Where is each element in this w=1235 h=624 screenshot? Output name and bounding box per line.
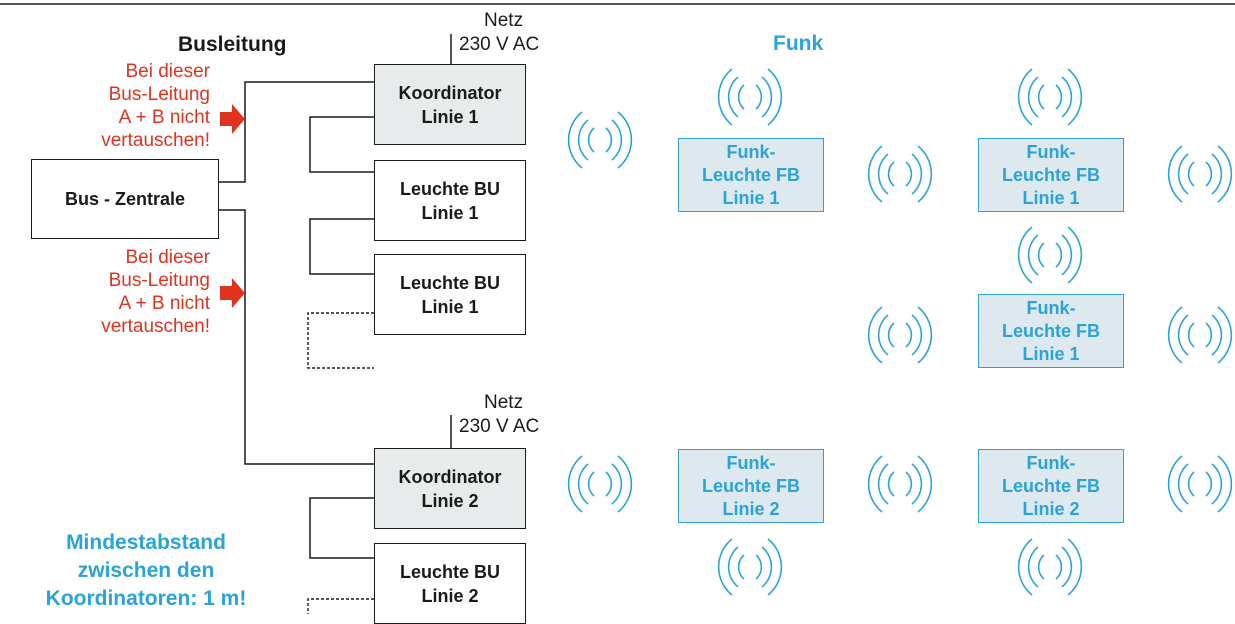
- funk-label: Funk-: [726, 452, 776, 473]
- bus-warning-1: Bei dieser Bus-Leitung A + B nicht verta…: [101, 60, 210, 152]
- note-line: Mindestabstand: [66, 531, 226, 554]
- koordinator-label: Koordinator: [398, 466, 502, 487]
- warning-line: Bei dieser: [125, 61, 211, 82]
- leuchte-bu-linie-1-box: Leuchte BU Linie 1: [374, 160, 526, 241]
- funk-label: Funk-: [1026, 297, 1076, 318]
- busleitung-heading: Busleitung: [178, 33, 287, 56]
- warning-line: Bus-Leitung: [108, 84, 210, 105]
- funk-leuchte-fb-linie-1-box: Funk- Leuchte FB Linie 1: [978, 138, 1124, 212]
- radio-wave-icon: [717, 68, 783, 126]
- funk-leuchte-label: Leuchte FB: [1001, 320, 1100, 341]
- netz-label-2: Netz: [484, 392, 524, 413]
- koordinator-line-label: Linie 1: [421, 106, 479, 127]
- leuchte-bu-line-label: Linie 2: [421, 585, 479, 606]
- leuchte-bu-line-label: Linie 1: [421, 296, 479, 317]
- leuchte-bu-label: Leuchte BU: [399, 272, 500, 293]
- koordinator-label: Koordinator: [398, 82, 502, 103]
- bus-zentrale-label: Bus - Zentrale: [64, 189, 186, 209]
- warning-arrow-icon: [220, 104, 245, 134]
- funk-label: Funk-: [1026, 452, 1076, 473]
- koordinator-line-label: Linie 2: [421, 490, 479, 511]
- leuchte-bu-linie-2-box: Leuchte BU Linie 2: [374, 543, 526, 624]
- radio-wave-icon: [867, 145, 933, 203]
- chain-1-continue: [307, 312, 374, 369]
- radio-wave-icon: [567, 111, 633, 169]
- radio-wave-icon: [567, 455, 633, 513]
- funk-line-label: Linie 2: [722, 498, 780, 519]
- radio-wave-icon: [1167, 306, 1233, 364]
- funk-leuchte-label: Leuchte FB: [1001, 164, 1100, 185]
- funk-line-label: Linie 1: [722, 187, 780, 208]
- note-line: zwischen den: [77, 559, 215, 582]
- funk-label: Funk-: [726, 141, 776, 162]
- netz-label-1: Netz: [484, 10, 524, 31]
- warning-line: A + B nicht: [118, 293, 210, 314]
- voltage-label-1: 230 V AC: [459, 34, 540, 55]
- radio-wave-icon: [867, 306, 933, 364]
- radio-wave-icon: [1017, 226, 1083, 284]
- chain-1b: [309, 218, 374, 275]
- voltage-label-2: 230 V AC: [459, 416, 540, 437]
- koordinator-linie-2-box: Koordinator Linie 2: [374, 448, 526, 529]
- leuchte-bu-line-label: Linie 1: [421, 202, 479, 223]
- funk-leuchte-fb-linie-2-box: Funk- Leuchte FB Linie 2: [978, 449, 1124, 523]
- funk-line-label: Linie 1: [1022, 187, 1080, 208]
- warning-line: Bus-Leitung: [108, 270, 210, 291]
- funk-line-label: Linie 2: [1022, 498, 1080, 519]
- funk-leuchte-label: Leuchte FB: [1001, 475, 1100, 496]
- funk-leuchte-fb-linie-1-box: Funk- Leuchte FB Linie 1: [678, 138, 824, 212]
- chain-2a: [309, 497, 374, 559]
- chain-1a: [309, 116, 374, 173]
- bus-zentrale-box: Bus - Zentrale: [31, 159, 219, 239]
- bus-line-1: [218, 81, 374, 183]
- leuchte-bu-label: Leuchte BU: [399, 178, 500, 199]
- funk-leuchte-label: Leuchte FB: [701, 475, 800, 496]
- radio-wave-icon: [1167, 455, 1233, 513]
- leuchte-bu-label: Leuchte BU: [399, 561, 500, 582]
- radio-wave-icon: [1017, 68, 1083, 126]
- radio-wave-icon: [717, 538, 783, 596]
- funk-line-label: Linie 1: [1022, 343, 1080, 364]
- radio-wave-icon: [1017, 538, 1083, 596]
- minimum-distance-note: Mindestabstand zwischen den Koordinatore…: [6, 529, 286, 613]
- note-line: Koordinatoren: 1 m!: [45, 587, 247, 610]
- radio-wave-icon: [867, 455, 933, 513]
- bus-warning-2: Bei dieser Bus-Leitung A + B nicht verta…: [101, 246, 210, 338]
- funk-heading: Funk: [773, 32, 824, 55]
- chain-2-continue: [307, 598, 374, 614]
- warning-line: A + B nicht: [118, 107, 210, 128]
- koordinator-linie-1-box: Koordinator Linie 1: [374, 64, 526, 145]
- warning-line: vertauschen!: [101, 316, 210, 337]
- radio-wave-icon: [1167, 145, 1233, 203]
- funk-leuchte-label: Leuchte FB: [701, 164, 800, 185]
- funk-leuchte-fb-linie-1-box: Funk- Leuchte FB Linie 1: [978, 294, 1124, 368]
- warning-line: Bei dieser: [125, 247, 211, 268]
- funk-label: Funk-: [1026, 141, 1076, 162]
- leuchte-bu-linie-1-box: Leuchte BU Linie 1: [374, 254, 526, 335]
- warning-arrow-icon: [220, 278, 245, 308]
- warning-line: vertauschen!: [101, 130, 210, 151]
- funk-leuchte-fb-linie-2-box: Funk- Leuchte FB Linie 2: [678, 449, 824, 523]
- bus-line-2: [218, 209, 374, 465]
